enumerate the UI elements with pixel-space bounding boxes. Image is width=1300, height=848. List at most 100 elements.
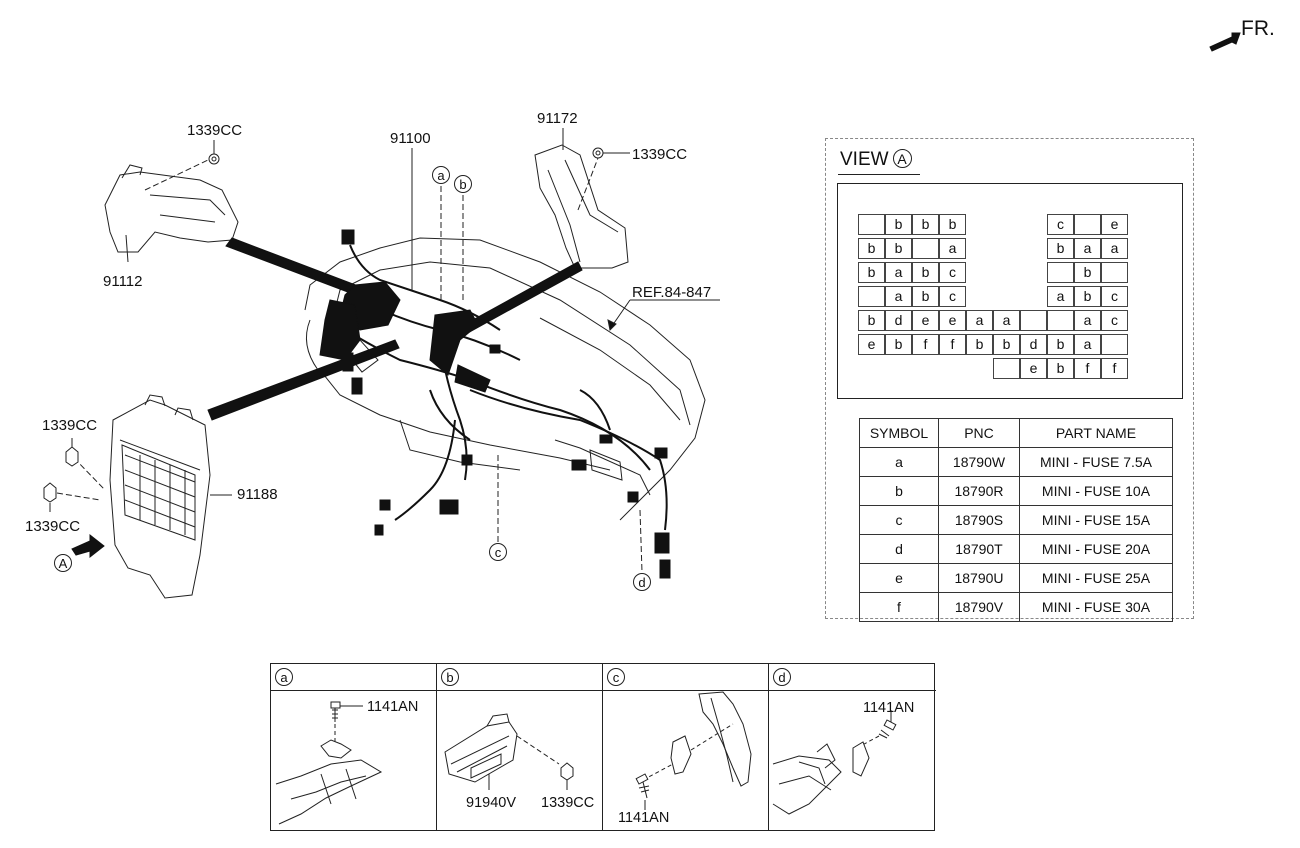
fuse-slot: a (885, 286, 912, 307)
fuse-slot: e (912, 310, 939, 331)
callout-91188: 91188 (237, 486, 278, 503)
legend-symbol: d (859, 534, 939, 564)
detail-marker-d: d (773, 668, 791, 686)
fuse-slot: b (885, 238, 912, 259)
fuse-slot: b (885, 214, 912, 235)
fuse-slot (858, 214, 885, 235)
legend-part-name: MINI - FUSE 15A (1019, 505, 1173, 535)
fuse-slot: a (939, 238, 966, 259)
detail-header-d: d (769, 664, 936, 691)
front-arrow-icon (1209, 32, 1241, 52)
detail-panels: a 1141AN b (270, 663, 936, 831)
marker-a: a (432, 166, 450, 184)
detail-header-c: c (603, 664, 768, 691)
fuse-slot (1101, 262, 1128, 283)
detail-c-drawing (635, 691, 752, 810)
detail-marker-b: b (441, 668, 459, 686)
callout-1339cc-left1: 1339CC (42, 417, 98, 434)
fuse-slot: d (1020, 334, 1047, 355)
detail-panel-c: c 1141AN (603, 664, 769, 830)
fuse-slot: b (1074, 262, 1101, 283)
view-title-text: VIEW (840, 149, 889, 170)
fuse-slot: c (1101, 310, 1128, 331)
fuse-slot: f (1101, 358, 1128, 379)
detail-panel-b: b 91940V 1339CC (437, 664, 603, 830)
fuse-slot (1047, 310, 1074, 331)
fuse-slot: f (939, 334, 966, 355)
fuse-slot: b (939, 214, 966, 235)
fuse-slot: d (885, 310, 912, 331)
legend-symbol: a (859, 447, 939, 477)
view-a-marker: A (54, 554, 72, 572)
fuse-slot (1047, 262, 1074, 283)
legend-symbol: c (859, 505, 939, 535)
legend-symbol: e (859, 563, 939, 593)
callout-91172: 91172 (537, 110, 578, 127)
view-title-marker: A (892, 149, 912, 168)
fuse-slot: b (912, 262, 939, 283)
fuse-slot: e (858, 334, 885, 355)
part-91112-cover (104, 164, 239, 263)
fuse-slot: a (1074, 310, 1101, 331)
fuse-slot: e (939, 310, 966, 331)
legend-pnc: 18790V (938, 592, 1020, 622)
legend-header-pnc: PNC (938, 418, 1020, 448)
detail-a-part-label: 1141AN (367, 699, 419, 715)
front-label: FR. (1241, 17, 1275, 40)
fuse-slot: c (939, 286, 966, 307)
fuse-slot: b (966, 334, 993, 355)
fuse-slot (1101, 334, 1128, 355)
fuse-slot (912, 238, 939, 259)
legend-part-name: MINI - FUSE 25A (1019, 563, 1173, 593)
callout-91112: 91112 (103, 273, 143, 290)
fuse-slot: a (1047, 286, 1074, 307)
fuse-slot: e (1020, 358, 1047, 379)
detail-a-drawing (275, 701, 383, 825)
fuse-slot: a (1074, 238, 1101, 259)
fuse-slot: b (1047, 334, 1074, 355)
fuse-slot: b (912, 214, 939, 235)
fuse-slot: b (885, 334, 912, 355)
marker-c: c (489, 543, 507, 561)
callout-1339cc-top: 1339CC (187, 122, 243, 139)
fuse-slot: c (1047, 214, 1074, 235)
detail-header-a: a (271, 664, 436, 691)
fuse-slot: f (1074, 358, 1101, 379)
fuse-slot (1074, 214, 1101, 235)
callout-91100: 91100 (390, 130, 431, 147)
fuse-slot: b (993, 334, 1020, 355)
part-91172-bracket (534, 144, 629, 269)
marker-d: d (633, 573, 651, 591)
harness-blobs (319, 229, 671, 579)
detail-b-part2-label: 1339CC (541, 795, 595, 811)
detail-panel-a: a 1141AN (271, 664, 437, 830)
fuse-slot: b (1047, 358, 1074, 379)
fuse-slot: b (912, 286, 939, 307)
fuse-slot: b (1047, 238, 1074, 259)
legend-part-name: MINI - FUSE 10A (1019, 476, 1173, 506)
fuse-slot: b (858, 238, 885, 259)
fuse-slot: c (1101, 286, 1128, 307)
legend-header-part-name: PART NAME (1019, 418, 1173, 448)
legend-header-row: SYMBOL PNC PART NAME (859, 418, 1173, 448)
fuse-slot: a (1074, 334, 1101, 355)
legend-part-name: MINI - FUSE 30A (1019, 592, 1173, 622)
detail-marker-c: c (607, 668, 625, 686)
callout-1339cc-left2: 1339CC (25, 518, 81, 535)
detail-b-part1-label: 91940V (466, 795, 516, 811)
legend-pnc: 18790S (938, 505, 1020, 535)
legend-pnc: 18790W (938, 447, 1020, 477)
detail-header-b: b (437, 664, 602, 691)
fuse-slot: c (939, 262, 966, 283)
crash-pad-outline (304, 237, 706, 521)
legend-symbol: f (859, 592, 939, 622)
callout-1339cc-right: 1339CC (632, 146, 688, 163)
detail-d-part-label: 1141AN (863, 700, 915, 716)
